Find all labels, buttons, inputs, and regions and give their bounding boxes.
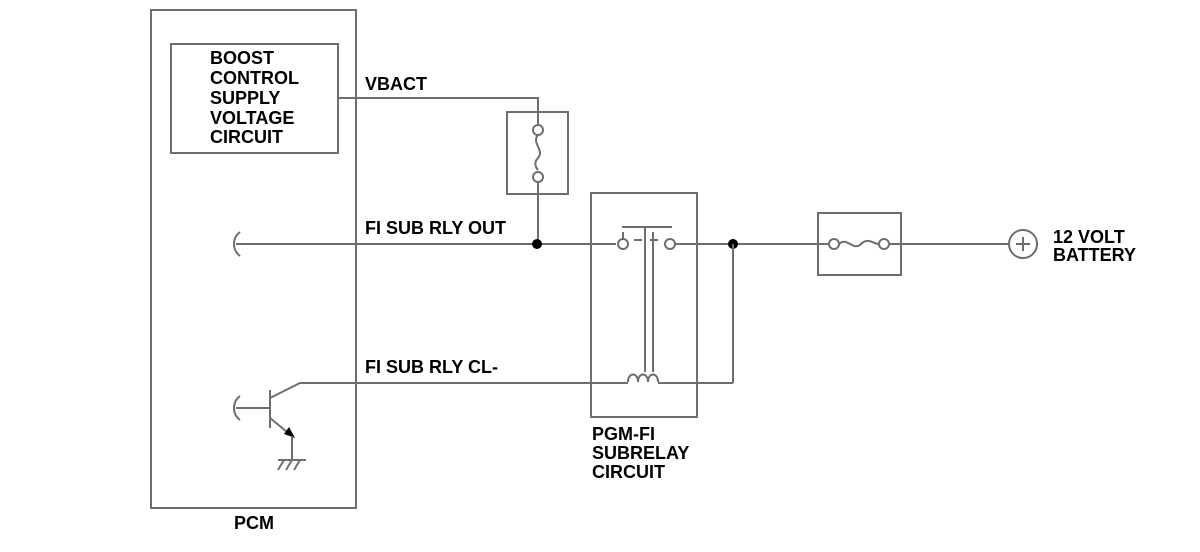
- subrelay-line-3: CIRCUIT: [592, 462, 665, 482]
- battery-feed-wire: [658, 239, 828, 384]
- boost-line-4: VOLTAGE: [210, 108, 294, 128]
- driver-transistor: [233, 390, 306, 471]
- subrelay-line-1: PGM-FI: [592, 424, 655, 444]
- transistor-connector-icon: [233, 395, 241, 421]
- pcm-label: PCM: [234, 513, 274, 533]
- boost-line-2: CONTROL: [210, 68, 299, 88]
- boost-line-5: CIRCUIT: [210, 127, 283, 147]
- battery-line-1: 12 VOLT: [1053, 227, 1125, 247]
- main-fuse-element-icon: [838, 239, 879, 248]
- fi-sub-rly-out-label: FI SUB RLY OUT: [365, 218, 506, 238]
- emitter-arrow-icon: [284, 427, 295, 438]
- relay-coil-icon: [627, 373, 659, 383]
- boost-control-circuit: BOOST CONTROL SUPPLY VOLTAGE CIRCUIT: [170, 43, 339, 154]
- pcm-box: [150, 9, 357, 509]
- battery-terminal-icon: [1008, 229, 1038, 259]
- boost-line-3: SUPPLY: [210, 88, 280, 108]
- subrelay-box: [590, 192, 698, 418]
- main-fuse: [817, 212, 1009, 276]
- subrelay-line-2: SUBRELAY: [592, 443, 689, 463]
- pgm-fi-subrelay: PGM-FI SUBRELAY CIRCUIT: [590, 192, 698, 482]
- vbact-fuse: [506, 111, 569, 244]
- pcm-connector-icon: [233, 231, 241, 257]
- vbact-wire: VBACT: [338, 74, 539, 112]
- fi-sub-rly-out-wire: FI SUB RLY OUT: [233, 218, 616, 257]
- battery: 12 VOLT BATTERY: [1008, 227, 1136, 265]
- battery-line-2: BATTERY: [1053, 245, 1136, 265]
- vbact-label: VBACT: [365, 74, 427, 94]
- boost-line-1: BOOST: [210, 48, 274, 68]
- fuse-element-icon: [534, 134, 541, 171]
- junction-node-left: [532, 239, 542, 249]
- fi-sub-rly-cl-wire: FI SUB RLY CL-: [269, 357, 628, 399]
- fi-sub-rly-cl-label: FI SUB RLY CL-: [365, 357, 498, 377]
